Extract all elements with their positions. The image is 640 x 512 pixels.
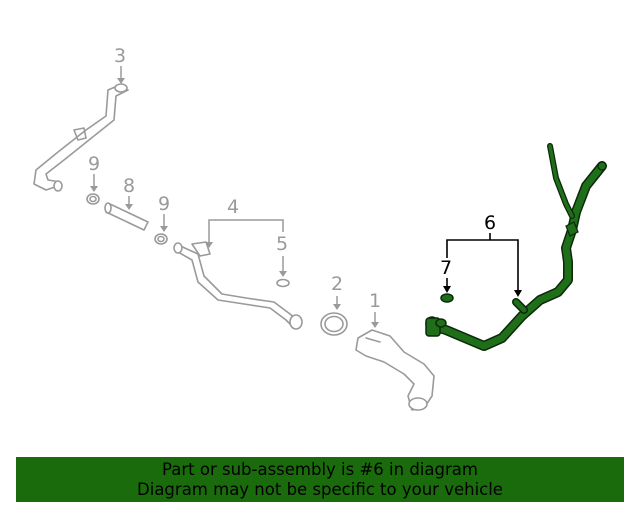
banner-background	[16, 457, 624, 502]
arrow-5	[279, 271, 287, 277]
banner-line-1: Part or sub-assembly is #6 in diagram	[162, 459, 478, 479]
arrow-3	[117, 78, 125, 84]
arrow-7	[443, 286, 451, 293]
part-4-pipe[interactable]	[173, 241, 303, 330]
leader-4	[208, 219, 284, 246]
callout-1: 1	[369, 290, 381, 312]
callout-3: 3	[114, 45, 126, 67]
callout-9-left: 9	[88, 153, 100, 175]
info-banner: Part or sub-assembly is #6 in diagram Di…	[16, 457, 624, 502]
part-8-hose[interactable]	[104, 202, 149, 231]
part-7-seal[interactable]	[440, 293, 454, 303]
part-9-clamp-right[interactable]	[154, 233, 168, 245]
part-2-gasket[interactable]	[320, 312, 348, 336]
part-9-clamp-left[interactable]	[86, 193, 100, 205]
arrow-4	[205, 242, 213, 248]
arrow-1	[371, 322, 379, 328]
arrow-9-right	[160, 226, 168, 232]
callout-2: 2	[331, 273, 343, 295]
part-3-upper-hose[interactable]	[33, 83, 129, 192]
arrow-2	[333, 304, 341, 310]
callout-8: 8	[123, 175, 135, 197]
arrow-9-left	[90, 186, 98, 192]
callout-6: 6	[484, 212, 496, 234]
callout-4: 4	[227, 196, 239, 218]
callout-7: 7	[440, 257, 452, 279]
arrow-6	[514, 290, 522, 297]
part-5-o-ring[interactable]	[276, 278, 290, 288]
banner-line-2: Diagram may not be specific to your vehi…	[137, 479, 503, 499]
part-6-highlighted-pipe[interactable]	[425, 143, 607, 351]
callout-9-right: 9	[158, 193, 170, 215]
part-1-outlet[interactable]	[355, 329, 435, 411]
callout-5: 5	[276, 233, 288, 255]
leader-6	[446, 239, 519, 294]
arrow-8	[125, 204, 133, 210]
